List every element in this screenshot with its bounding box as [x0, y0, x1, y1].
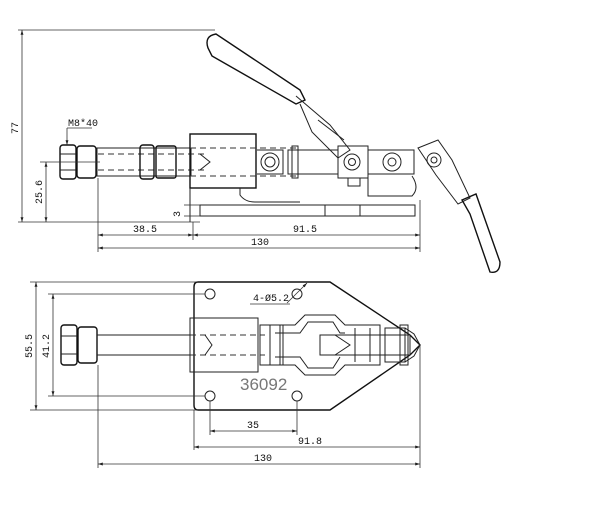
clamp-body [189, 133, 257, 189]
mount-hole [291, 288, 303, 300]
base-plate [199, 204, 416, 217]
thread-label: M8*40 [68, 118, 98, 130]
plunger-rod [96, 147, 192, 177]
mount-hole [204, 390, 216, 402]
plate-length-dimension: 91.8 [298, 437, 322, 448]
hole-spacing-width-dimension: 41.2 [42, 334, 53, 358]
body-length-dimension: 91.5 [293, 225, 317, 236]
rod-length-dimension: 38.5 [133, 225, 157, 236]
mount-hole [204, 288, 216, 300]
plate-width-dimension: 55.5 [25, 334, 36, 358]
handle-lower [417, 139, 501, 273]
side-view: 77 25.6 M8*40 3 38.5 91.5 130 [11, 29, 501, 273]
hole-spacing-length-dimension: 35 [247, 421, 259, 432]
mount-hole [291, 390, 303, 402]
part-number: 36092 [240, 375, 287, 394]
rod-height-dimension: 25.6 [35, 180, 46, 204]
top-total-length-dimension: 130 [254, 454, 272, 465]
top-view: 36092 4-Ø5.2 55.5 41.2 35 91.8 130 [25, 281, 421, 468]
clamp-body-top [189, 317, 259, 373]
height-dimension: 77 [11, 122, 22, 134]
nut-middle [139, 144, 177, 180]
handle-upper [206, 33, 351, 159]
base-plate-outline [193, 281, 421, 411]
total-length-dimension: 130 [251, 238, 269, 249]
hole-label: 4-Ø5.2 [253, 293, 289, 305]
plate-thickness-dimension: 3 [173, 211, 184, 217]
